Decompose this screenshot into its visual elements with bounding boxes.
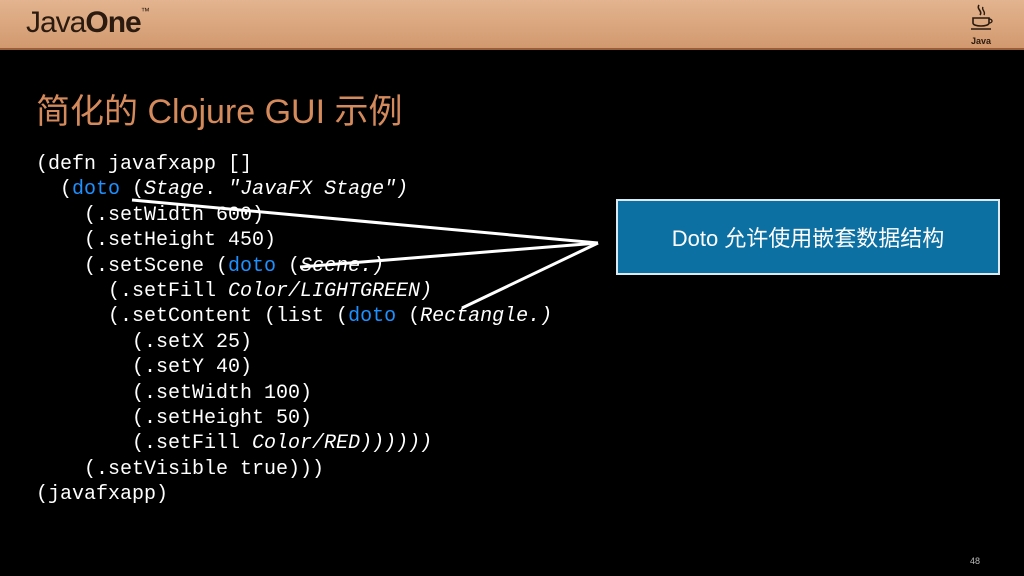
callout-text: Doto 允许使用嵌套数据结构 bbox=[671, 226, 945, 251]
code-token: (.setWidth 600) bbox=[36, 203, 265, 227]
code-token: (.setFill bbox=[36, 279, 229, 303]
code-line: (.setX 25) bbox=[36, 330, 552, 355]
code-line: (.setContent (list (doto (Rectangle.) bbox=[36, 304, 552, 329]
code-keyword: doto bbox=[348, 305, 397, 329]
slide-title: 简化的 Clojure GUI 示例 bbox=[36, 93, 403, 131]
code-line: (.setHeight 50) bbox=[36, 406, 552, 431]
code-keyword: doto bbox=[228, 254, 277, 278]
code-line: (.setY 40) bbox=[36, 355, 552, 380]
code-token: (.setY 40) bbox=[36, 356, 253, 380]
code-token: (defn javafxapp [] bbox=[36, 153, 253, 176]
callout-box: Doto 允许使用嵌套数据结构 bbox=[616, 199, 1000, 275]
code-keyword: doto bbox=[72, 178, 121, 202]
brand-bold: One bbox=[85, 6, 141, 39]
java-cup-icon: Java bbox=[968, 3, 994, 46]
code-token: ( bbox=[36, 178, 73, 202]
code-token: Rectangle.) bbox=[420, 305, 553, 329]
code-token: Color/LIGHTGREEN) bbox=[228, 279, 433, 303]
code-token: ( bbox=[120, 178, 145, 202]
code-token: (.setHeight 50) bbox=[36, 406, 313, 430]
code-token: (.setHeight 450) bbox=[36, 229, 277, 253]
code-token: ( bbox=[276, 254, 301, 278]
page-number: 48 bbox=[969, 556, 980, 566]
code-token: (.setContent (list ( bbox=[36, 305, 349, 329]
code-line: (.setWidth 100) bbox=[36, 381, 552, 406]
code-line: (.setHeight 450) bbox=[36, 228, 552, 253]
javaone-logo: JavaOne™ bbox=[26, 6, 150, 40]
code-token: ( bbox=[396, 305, 421, 329]
code-line: (.setWidth 600) bbox=[36, 203, 552, 228]
code-token: Stage bbox=[144, 178, 205, 202]
code-line: (doto (Stage. "JavaFX Stage") bbox=[36, 177, 552, 202]
code-token: "JavaFX Stage") bbox=[228, 178, 409, 202]
code-line: (.setFill Color/RED)))))) bbox=[36, 431, 552, 456]
brand-mark: ™ bbox=[140, 6, 150, 16]
code-token: . bbox=[204, 178, 229, 202]
code-line: (.setVisible true))) bbox=[36, 457, 552, 482]
code-line: (.setFill Color/LIGHTGREEN) bbox=[36, 279, 552, 304]
java-cup-graphic bbox=[971, 4, 993, 30]
code-token: (.setWidth 100) bbox=[36, 381, 313, 405]
code-block: (defn javafxapp [] (doto (Stage. "JavaFX… bbox=[36, 152, 552, 507]
code-line: (.setScene (doto (Scene.) bbox=[36, 254, 552, 279]
brand-regular: Java bbox=[26, 6, 86, 39]
code-token: (.setFill bbox=[36, 432, 253, 456]
code-token: Scene.) bbox=[300, 254, 385, 278]
code-line: (javafxapp) bbox=[36, 482, 552, 507]
header-bar: JavaOne™ Java bbox=[0, 0, 1024, 50]
code-token: Color/RED)))))) bbox=[252, 432, 433, 456]
code-token: (javafxapp) bbox=[36, 483, 169, 507]
code-line: (defn javafxapp [] bbox=[36, 152, 552, 177]
code-token: (.setX 25) bbox=[36, 330, 253, 354]
java-logo-label: Java bbox=[970, 36, 992, 46]
code-token: (.setVisible true))) bbox=[36, 457, 325, 481]
code-token: (.setScene ( bbox=[36, 254, 229, 278]
